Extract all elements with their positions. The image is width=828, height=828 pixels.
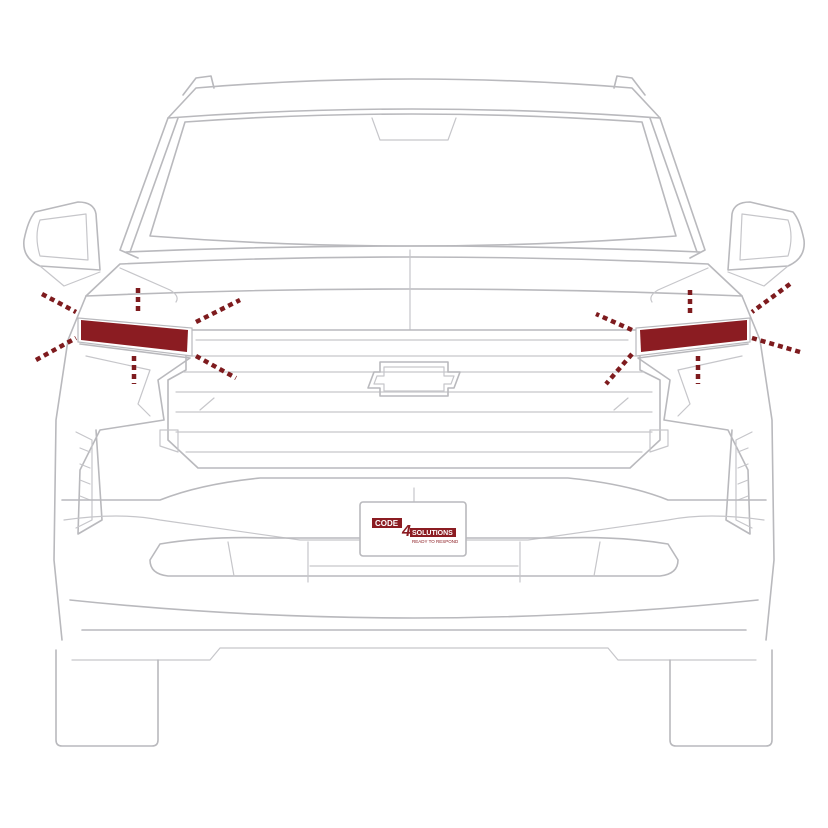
- light-lens-left: [81, 320, 188, 352]
- license-plate: CODE 4 SOLUTIONS READY TO RESPOND: [359, 487, 467, 557]
- plate-brand-right: SOLUTIONS: [412, 530, 453, 537]
- plate-brand-left-bg: [372, 518, 402, 528]
- vehicle-outline: [23, 75, 805, 747]
- light-bar-right: [595, 282, 801, 386]
- plate-brand-right-bg: [410, 528, 456, 537]
- light-rays-right: [595, 282, 801, 386]
- plate-brand-mark: 4: [401, 523, 411, 540]
- light-rays-left: [34, 288, 242, 384]
- plate-brand-left: CODE: [375, 519, 399, 528]
- plate-tagline: READY TO RESPOND: [412, 539, 459, 544]
- light-lens-right: [640, 320, 747, 352]
- light-bar-left: [34, 288, 242, 384]
